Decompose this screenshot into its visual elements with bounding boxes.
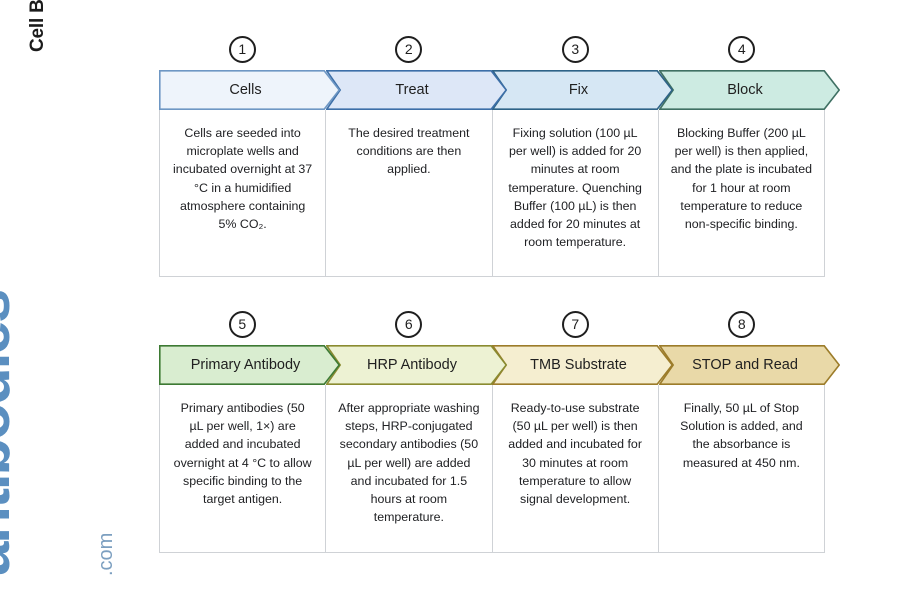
step-chevron-label: TMB Substrate [530, 357, 627, 373]
step-description-card: The desired treatment conditions are the… [326, 110, 493, 276]
step-description-card: Cells are seeded into microplate wells a… [160, 110, 327, 276]
step-chevron-8[interactable]: STOP and Read [658, 345, 840, 385]
step-description-text: Primary antibodies (50 µL per well, 1×) … [173, 401, 312, 507]
step-chevron-label: STOP and Read [692, 357, 798, 373]
step-description-card: Fixing solution (100 µL per well) is add… [493, 110, 659, 276]
brand-logo-wordmark: antibodies [0, 290, 23, 576]
step-description-text: After appropriate washing steps, HRP-con… [338, 401, 480, 525]
step-chevron-4[interactable]: Block [658, 70, 840, 110]
step-description-card: Primary antibodies (50 µL per well, 1×) … [160, 385, 327, 552]
step-number-badge: 3 [561, 36, 589, 63]
step-description-card: Finally, 50 µL of Stop Solution is added… [659, 385, 824, 552]
step-number-badge: 1 [228, 36, 256, 63]
step-number-strip-1: 1 2 3 4 [159, 36, 825, 70]
step-number-badge: 6 [395, 311, 423, 338]
protocol-row-1: 1 2 3 4 Cells Treat Fix Block Cells are seeded… [159, 36, 849, 277]
step-chevron-2[interactable]: Treat [325, 70, 507, 110]
brand-logo: antibodies .com [0, 286, 142, 576]
step-chevron-strip-1: Cells Treat Fix Block [159, 70, 849, 110]
step-description-card: Ready-to-use substrate (50 µL per well) … [493, 385, 659, 552]
step-chevron-label: Block [727, 82, 763, 98]
step-number-badge: 4 [728, 36, 756, 63]
step-description-strip-2: Primary antibodies (50 µL per well, 1×) … [159, 385, 825, 553]
step-description-strip-1: Cells are seeded into microplate wells a… [159, 110, 825, 277]
step-description-text: Fixing solution (100 µL per well) is add… [508, 126, 642, 250]
step-number-badge: 5 [228, 311, 256, 338]
step-chevron-label: Fix [568, 82, 589, 98]
step-chevron-1[interactable]: Cells [159, 70, 340, 110]
step-chevron-label: Primary Antibody [190, 357, 301, 373]
page-title-line-2: Quick Protocol [50, 0, 74, 52]
protocol-row-2: 5 6 7 8 Primary Antibody HRP Antibody TMB Sub… [159, 311, 849, 553]
step-chevron-3[interactable]: Fix [492, 70, 673, 110]
step-description-text: Finally, 50 µL of Stop Solution is added… [680, 401, 803, 470]
page-title: Cell Based ELISA Kits Quick Protocol [26, 0, 78, 52]
step-chevron-strip-2: Primary Antibody HRP Antibody TMB Substrat… [159, 345, 849, 385]
step-description-card: Blocking Buffer (200 µL per well) is the… [659, 110, 824, 276]
step-chevron-7[interactable]: TMB Substrate [492, 345, 673, 385]
left-rail: Cell Based ELISA Kits Quick Protocol ant… [0, 0, 152, 594]
step-chevron-6[interactable]: HRP Antibody [325, 345, 507, 385]
step-number-badge: 8 [728, 311, 756, 338]
step-chevron-label: Treat [395, 82, 429, 98]
step-description-text: Cells are seeded into microplate wells a… [173, 126, 313, 232]
step-description-card: After appropriate washing steps, HRP-con… [326, 385, 493, 552]
step-chevron-label: HRP Antibody [366, 357, 457, 373]
step-description-text: The desired treatment conditions are the… [348, 126, 470, 177]
page-title-line-1: Cell Based ELISA Kits [26, 0, 50, 52]
step-description-text: Ready-to-use substrate (50 µL per well) … [508, 401, 642, 507]
brand-logo-tld: .com [95, 532, 117, 576]
step-description-text: Blocking Buffer (200 µL per well) is the… [670, 126, 812, 232]
step-number-badge: 2 [395, 36, 423, 63]
step-number-strip-2: 5 6 7 8 [159, 311, 825, 345]
step-number-badge: 7 [561, 311, 589, 338]
step-chevron-5[interactable]: Primary Antibody [159, 345, 340, 385]
step-chevron-label: Cells [229, 82, 262, 98]
